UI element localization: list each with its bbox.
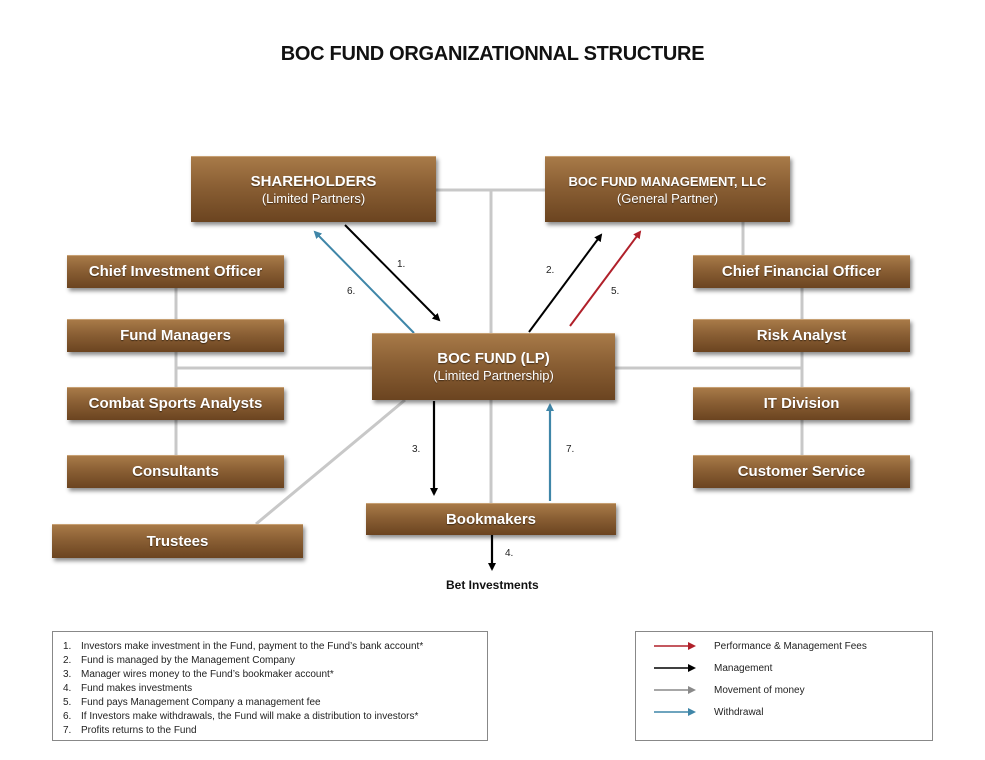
connector-lines	[174, 188, 804, 526]
management-box: BOC FUND MANAGEMENT, LLC (General Partne…	[545, 156, 790, 222]
fund-managers-title: Fund Managers	[120, 327, 231, 344]
risk-analyst-box: Risk Analyst	[693, 319, 910, 352]
risk-analyst-title: Risk Analyst	[756, 327, 847, 344]
note-item: 4.Fund makes investments	[63, 683, 193, 694]
cio-title: Chief Investment Officer	[88, 263, 263, 280]
step-label-2: 2.	[546, 265, 555, 276]
bet-investments-label: Bet Investments	[446, 578, 539, 592]
legend-label-withdrawal: Withdrawal	[714, 706, 764, 718]
it-division-box: IT Division	[693, 387, 910, 420]
arrow-2-management	[528, 233, 603, 333]
combat-analysts-box: Combat Sports Analysts	[67, 387, 284, 420]
step-label-7: 7.	[566, 444, 575, 455]
legend-box: Performance & Management Fees Management…	[635, 631, 933, 741]
shareholders-box: SHAREHOLDERS (Limited Partners)	[191, 156, 436, 222]
customer-service-box: Customer Service	[693, 455, 910, 488]
notes-box: 1.Investors make investment in the Fund,…	[52, 631, 488, 741]
trustees-box: Trustees	[52, 524, 303, 558]
step-label-1: 1.	[397, 259, 406, 270]
legend-label-fees: Performance & Management Fees	[714, 640, 867, 652]
cio-box: Chief Investment Officer	[67, 255, 284, 288]
note-item: 6.If Investors make withdrawals, the Fun…	[63, 711, 419, 722]
legend-label-money: Movement of money	[714, 684, 805, 696]
legend-row-management: Management	[654, 661, 772, 675]
it-division-title: IT Division	[763, 395, 840, 412]
arrow-6-withdrawal	[313, 230, 415, 334]
management-title: BOC FUND MANAGEMENT, LLC	[568, 173, 767, 189]
black-arrow-icon	[654, 664, 696, 672]
arrow-5-fees	[569, 230, 642, 327]
cfo-title: Chief Financial Officer	[721, 263, 882, 280]
note-item: 2.Fund is managed by the Management Comp…	[63, 655, 296, 666]
arrow-1-investment	[344, 224, 441, 322]
legend-label-management: Management	[714, 662, 773, 674]
legend-row-money: Movement of money	[654, 683, 805, 697]
combat-analysts-title: Combat Sports Analysts	[88, 395, 263, 412]
shareholders-title: SHAREHOLDERS	[250, 172, 377, 190]
cfo-box: Chief Financial Officer	[693, 255, 910, 288]
fund-box: BOC FUND (LP) (Limited Partnership)	[372, 333, 615, 400]
trustees-title: Trustees	[146, 532, 209, 550]
consultants-box: Consultants	[67, 455, 284, 488]
blue-arrow-icon	[654, 708, 696, 716]
consultants-title: Consultants	[132, 463, 219, 480]
management-subtitle: (General Partner)	[616, 190, 719, 206]
red-arrow-icon	[654, 642, 696, 650]
legend-row-fees: Performance & Management Fees	[654, 639, 867, 653]
note-item: 1.Investors make investment in the Fund,…	[63, 641, 424, 652]
customer-service-title: Customer Service	[737, 463, 866, 480]
step-label-5: 5.	[611, 286, 620, 297]
legend-row-withdrawal: Withdrawal	[654, 705, 763, 719]
gray-arrow-icon	[654, 686, 696, 694]
step-label-6: 6.	[347, 286, 356, 297]
step-label-4: 4.	[505, 548, 514, 559]
fund-title: BOC FUND (LP)	[437, 350, 550, 367]
fund-subtitle: (Limited Partnership)	[433, 368, 554, 383]
notes-list: 1.Investors make investment in the Fund,…	[63, 640, 479, 738]
note-item: 5.Fund pays Management Company a managem…	[63, 697, 321, 708]
shareholders-subtitle: (Limited Partners)	[261, 190, 366, 206]
bookmakers-title: Bookmakers	[445, 510, 537, 528]
fund-managers-box: Fund Managers	[67, 319, 284, 352]
page-title: BOC FUND ORGANIZATIONNAL STRUCTURE	[280, 43, 705, 65]
note-item: 7.Profits returns to the Fund	[63, 725, 197, 736]
step-label-3: 3.	[412, 444, 421, 455]
note-item: 3.Manager wires money to the Fund’s book…	[63, 669, 334, 680]
bookmakers-box: Bookmakers	[366, 503, 616, 535]
